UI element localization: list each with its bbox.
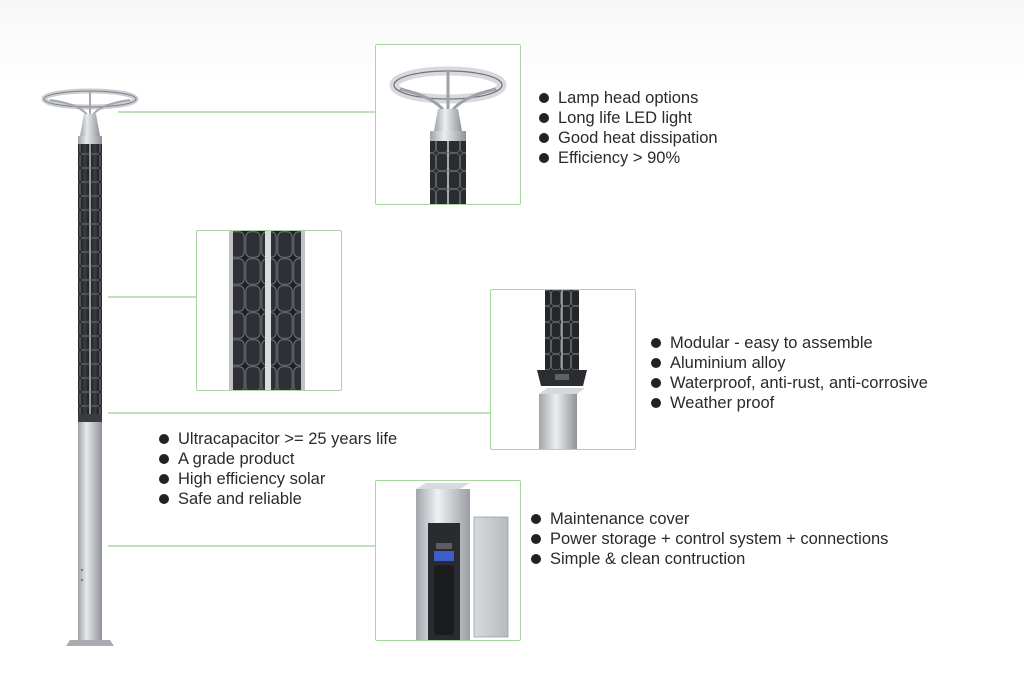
solar-panel-feature-list: Ultracapacitor >= 25 years life A grade … xyxy=(158,429,397,509)
maintenance-closeup xyxy=(416,483,509,640)
feature-item: Long life LED light xyxy=(538,108,718,128)
feature-item: Safe and reliable xyxy=(158,489,397,509)
feature-item: Simple & clean contruction xyxy=(530,549,888,569)
feature-item: Weather proof xyxy=(650,393,928,413)
solar-panel-column xyxy=(78,136,102,422)
maintenance-feature-list: Maintenance cover Power storage + contro… xyxy=(530,509,888,569)
modular-joint-closeup xyxy=(537,290,587,449)
modular-joint-callout xyxy=(490,289,636,450)
feature-item: A grade product xyxy=(158,449,397,469)
feature-item: High efficiency solar xyxy=(158,469,397,489)
feature-item: Power storage + control system + connect… xyxy=(530,529,888,549)
modular-feature-list: Modular - easy to assemble Aluminium all… xyxy=(650,333,928,413)
lamp-head-callout xyxy=(375,44,521,205)
solar-panel-callout xyxy=(196,230,342,391)
feature-item: Lamp head options xyxy=(538,88,718,108)
lamp-head-closeup xyxy=(389,66,507,204)
feature-item: Efficiency > 90% xyxy=(538,148,718,168)
feature-item: Ultracapacitor >= 25 years life xyxy=(158,429,397,449)
feature-item: Modular - easy to assemble xyxy=(650,333,928,353)
solar-pole-illustration xyxy=(41,88,139,646)
feature-item: Good heat dissipation xyxy=(538,128,718,148)
feature-item: Aluminium alloy xyxy=(650,353,928,373)
maintenance-callout xyxy=(375,480,521,641)
solar-panel-closeup xyxy=(229,231,305,390)
lamp-head xyxy=(41,88,139,136)
feature-item: Maintenance cover xyxy=(530,509,888,529)
pole-base xyxy=(66,422,114,646)
lamp-head-feature-list: Lamp head options Long life LED light Go… xyxy=(538,88,718,168)
feature-item: Waterproof, anti-rust, anti-corrosive xyxy=(650,373,928,393)
